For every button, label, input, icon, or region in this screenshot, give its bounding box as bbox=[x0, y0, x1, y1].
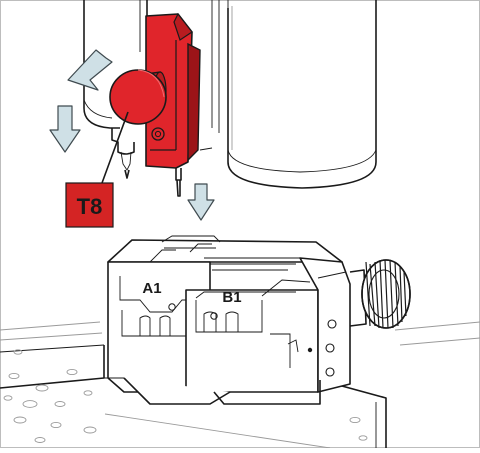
arrow-diagonal-icon bbox=[67, 49, 113, 91]
callout-label: T8 bbox=[77, 194, 103, 219]
arrow-down-center-icon bbox=[187, 183, 215, 221]
arrow-down-left-icon bbox=[49, 105, 81, 153]
red-tracer-clamp bbox=[109, 12, 201, 197]
jaw-label-a1: A1 bbox=[142, 280, 161, 297]
callout-leader-line bbox=[101, 111, 129, 184]
knurled-knob bbox=[349, 259, 411, 329]
jaw-label-b1: B1 bbox=[222, 289, 241, 306]
callout-box bbox=[65, 182, 114, 228]
key-vise: A1 B1 bbox=[104, 235, 411, 405]
direction-arrows bbox=[49, 49, 215, 221]
spindle-column bbox=[199, 0, 377, 189]
screw-icon bbox=[151, 127, 165, 141]
red-knob bbox=[109, 69, 167, 125]
t8-callout: T8 bbox=[65, 111, 129, 228]
left-spindle bbox=[83, 0, 148, 179]
base-holes bbox=[3, 349, 368, 443]
